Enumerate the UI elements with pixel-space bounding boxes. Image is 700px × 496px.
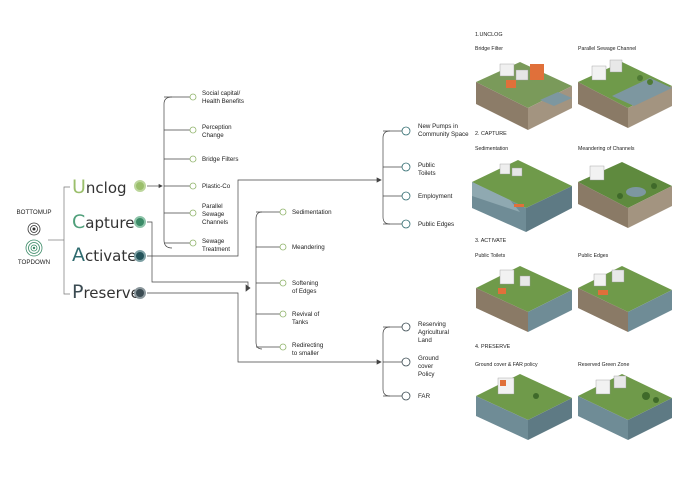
svg-text:Unclog: Unclog [72,176,127,198]
svg-text:Capture: Capture [72,211,134,233]
stage-unclog-node [134,180,146,192]
panel-illustration [476,266,572,332]
stage-capture-initial: C [72,211,85,233]
bottomup-label: BOTTOMUP [17,209,52,216]
panel-caption: Reserved Green Zone [578,362,629,368]
panel-illustration [476,374,572,440]
stage-capture-rest: apture [85,214,134,232]
panel-caption: Sedimentation [475,146,508,152]
topdown-icon [25,239,43,257]
panel-illustration [578,162,672,228]
bottomup-icon [27,222,41,236]
stage-preserve-initial: P [72,281,83,303]
panel-illustration [578,374,672,440]
section-title: 4. PRESERVE [475,344,511,350]
stage-unclog: Unclog [72,176,127,198]
stage-activate-node [134,250,146,262]
panel-caption: Public Toilets [475,253,506,259]
svg-text:Preserve: Preserve [72,281,140,303]
stage-preserve: Preserve [72,281,140,303]
svg-text:Activate: Activate [72,244,136,266]
panels: 1.UNCLOG Bridge Filter Parallel Sewage C… [472,32,672,440]
panel-illustration [578,59,672,128]
unclog-item-circles [189,93,197,247]
panel-caption: Bridge Filter [475,46,503,52]
capture-item-circles [279,208,287,351]
activate-item: Employment [418,193,453,200]
section-title: 2. CAPTURE [475,131,507,137]
capture-item: Sedimentation [292,209,332,216]
preserve-item-circles [401,322,411,401]
panel-caption: Parallel Sewage Channel [578,46,636,52]
panel-caption: Public Edges [578,253,609,259]
section-title: 3. ACTIVATE [475,238,507,244]
unclog-items: Social capital/Health Benefits Perceptio… [202,90,244,253]
stage-activate-rest: ctivate [85,247,136,265]
stage-capture-node [134,216,146,228]
unclog-item: Plastic-Co [202,183,231,190]
stage-preserve-node [134,287,146,299]
topdown-label: TOPDOWN [18,259,50,266]
unclog-item: Social capital/Health Benefits [202,90,244,105]
topdown-indicator: TOPDOWN [18,239,50,266]
stage-unclog-initial: U [72,176,86,198]
panel-caption: Ground cover & FAR policy [475,362,538,368]
panel-caption: Meandering of Channels [578,146,635,152]
stage-capture: Capture [72,211,134,233]
activate-item-circles [401,126,411,229]
stage-preserve-rest: reserve [83,284,139,302]
capture-item: Meandering [292,244,325,251]
activate-item: Public Edges [418,221,454,228]
panel-illustration [578,266,672,332]
section-title: 1.UNCLOG [475,32,503,38]
unclog-item: Bridge Filters [202,156,238,163]
panel-illustration [472,160,572,232]
bottomup-indicator: BOTTOMUP [17,209,52,236]
stage-unclog-rest: nclog [86,179,127,197]
preserve-item: FAR [418,393,431,400]
stage-activate: Activate [72,244,136,266]
panel-illustration [476,62,572,130]
stage-activate-initial: A [72,244,85,266]
